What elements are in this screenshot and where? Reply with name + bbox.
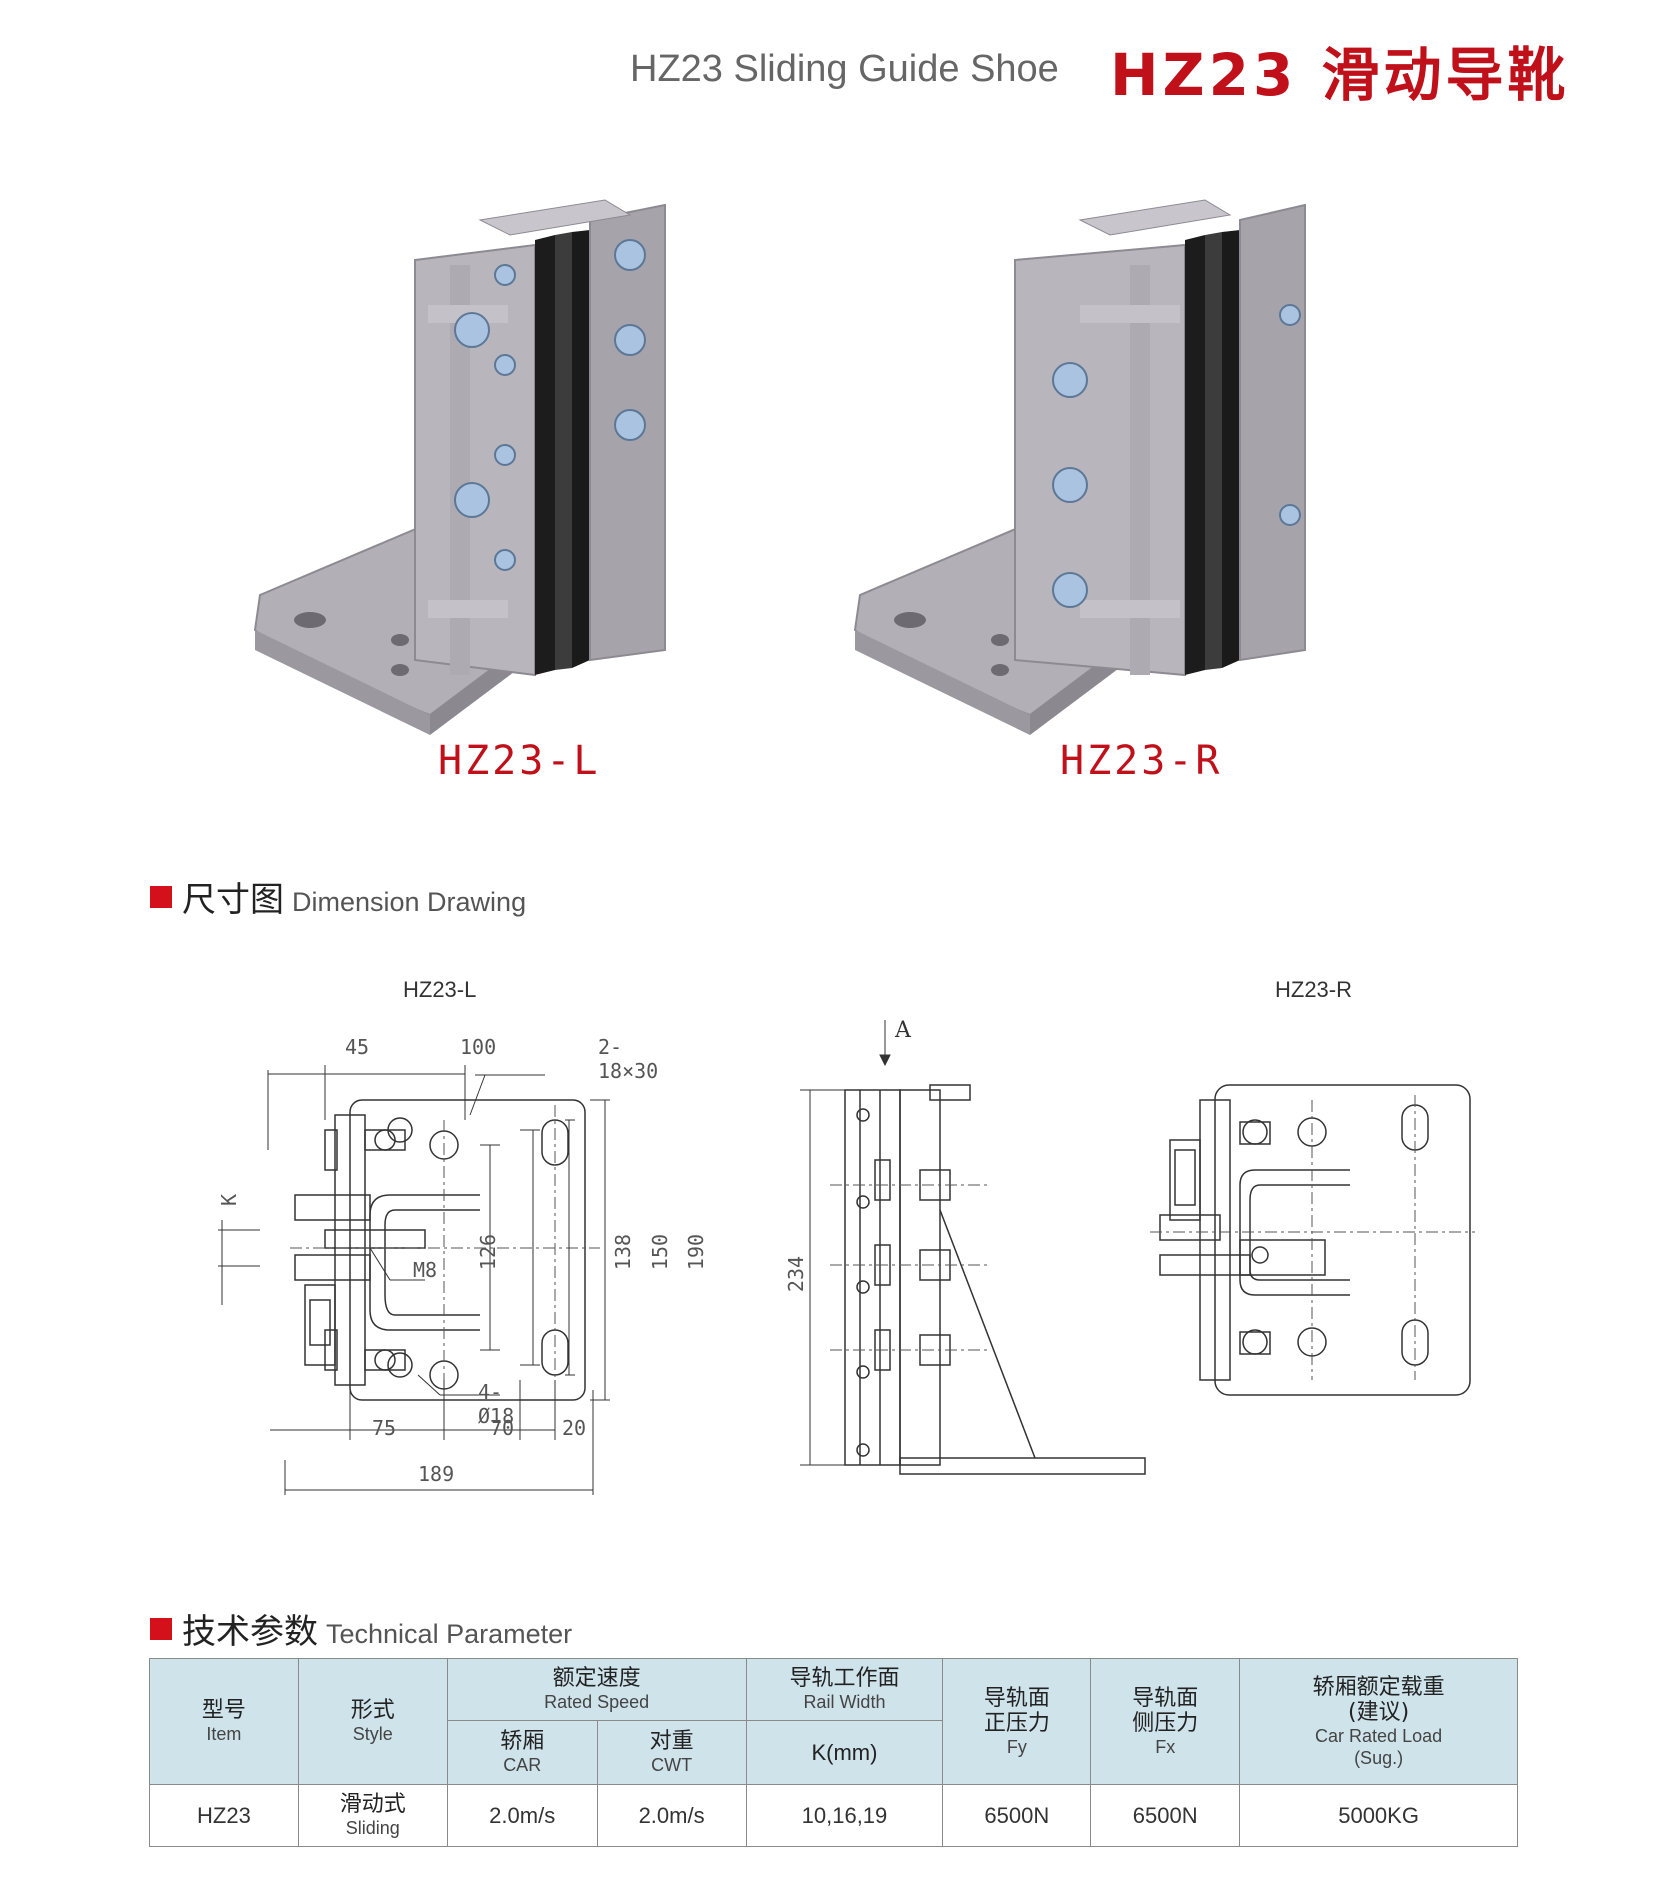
dimension-section-heading: 尺寸图 Dimension Drawing (150, 872, 526, 921)
header-car: 轿厢 CAR (446, 1720, 598, 1785)
dimension-drawing-hz23-l (218, 1065, 610, 1495)
drawing-label-hz23-r: HZ23-R (1275, 977, 1353, 1002)
cell-rail-width: 10,16,19 (745, 1784, 944, 1847)
dimension-drawing-side-view (800, 1020, 1146, 1475)
dim-190: 190 (684, 1233, 709, 1271)
dim-234: 234 (784, 1255, 809, 1293)
dim-m8: M8 (413, 1258, 438, 1282)
title-chinese: HZ23 滑动导靴 (1110, 41, 1570, 109)
dim-126: 126 (476, 1233, 501, 1271)
cell-fy: 6500N (942, 1784, 1092, 1847)
cell-fx: 6500N (1090, 1784, 1241, 1847)
section-marker-icon (150, 1617, 172, 1640)
cell-cwt-speed: 2.0m/s (596, 1784, 747, 1847)
cell-style: 滑动式 Sliding (297, 1784, 448, 1847)
dim-150: 150 (648, 1233, 673, 1271)
section-title-cn: 技术参数 (182, 1612, 318, 1652)
header-rail-width: 导轨工作面 Rail Width (745, 1658, 944, 1721)
cell-item: HZ23 (149, 1784, 299, 1847)
product-label-hz23-r: HZ23-R (1060, 738, 1223, 784)
table-row: HZ23 滑动式 Sliding 2.0m/s 2.0m/s 10,16,19 … (149, 1784, 1518, 1847)
header-fy: 导轨面 正压力 Fy (942, 1658, 1092, 1785)
dim-holes: 4-Ø18 (478, 1380, 515, 1428)
section-title-cn: 尺寸图 (182, 880, 284, 920)
header-car-rated-load: 轿厢额定载重 (建议) Car Rated Load (Sug.) (1239, 1658, 1518, 1785)
header-k-mm: K(mm) (745, 1720, 944, 1785)
product-photo-hz23-l (253, 199, 666, 735)
dim-45: 45 (345, 1035, 370, 1059)
technical-parameter-table: 型号 Item 形式 Style 额定速度 Rated Speed 导轨工作面 … (149, 1658, 1518, 1847)
dim-slot: 2-18×30 (598, 1035, 659, 1083)
dim-138: 138 (611, 1233, 636, 1271)
header-item: 型号 Item (149, 1658, 299, 1785)
dimension-drawing-hz23-r (1150, 1084, 1475, 1396)
title-english: HZ23 Sliding Guide Shoe (630, 48, 1059, 90)
dim-70: 70 (490, 1416, 515, 1440)
section-title-en: Technical Parameter (326, 1619, 573, 1649)
cell-load: 5000KG (1239, 1784, 1518, 1847)
section-title-en: Dimension Drawing (292, 887, 527, 917)
dim-75: 75 (372, 1416, 397, 1440)
header-style: 形式 Style (297, 1658, 448, 1785)
dim-100: 100 (460, 1035, 497, 1059)
product-photo-hz23-r (853, 199, 1306, 735)
view-a-label: A (895, 1018, 911, 1043)
dim-k: K (217, 1193, 242, 1207)
dim-189: 189 (418, 1462, 455, 1486)
header-cwt: 对重 CWT (596, 1720, 747, 1785)
cell-car-speed: 2.0m/s (446, 1784, 598, 1847)
dim-20: 20 (562, 1416, 587, 1440)
header-rated-speed: 额定速度 Rated Speed (446, 1658, 747, 1721)
header-fx: 导轨面 侧压力 Fx (1090, 1658, 1241, 1785)
section-marker-icon (150, 885, 172, 908)
product-label-hz23-l: HZ23-L (438, 738, 601, 784)
drawing-label-hz23-l: HZ23-L (403, 977, 477, 1002)
tech-section-heading: 技术参数 Technical Parameter (150, 1604, 572, 1653)
